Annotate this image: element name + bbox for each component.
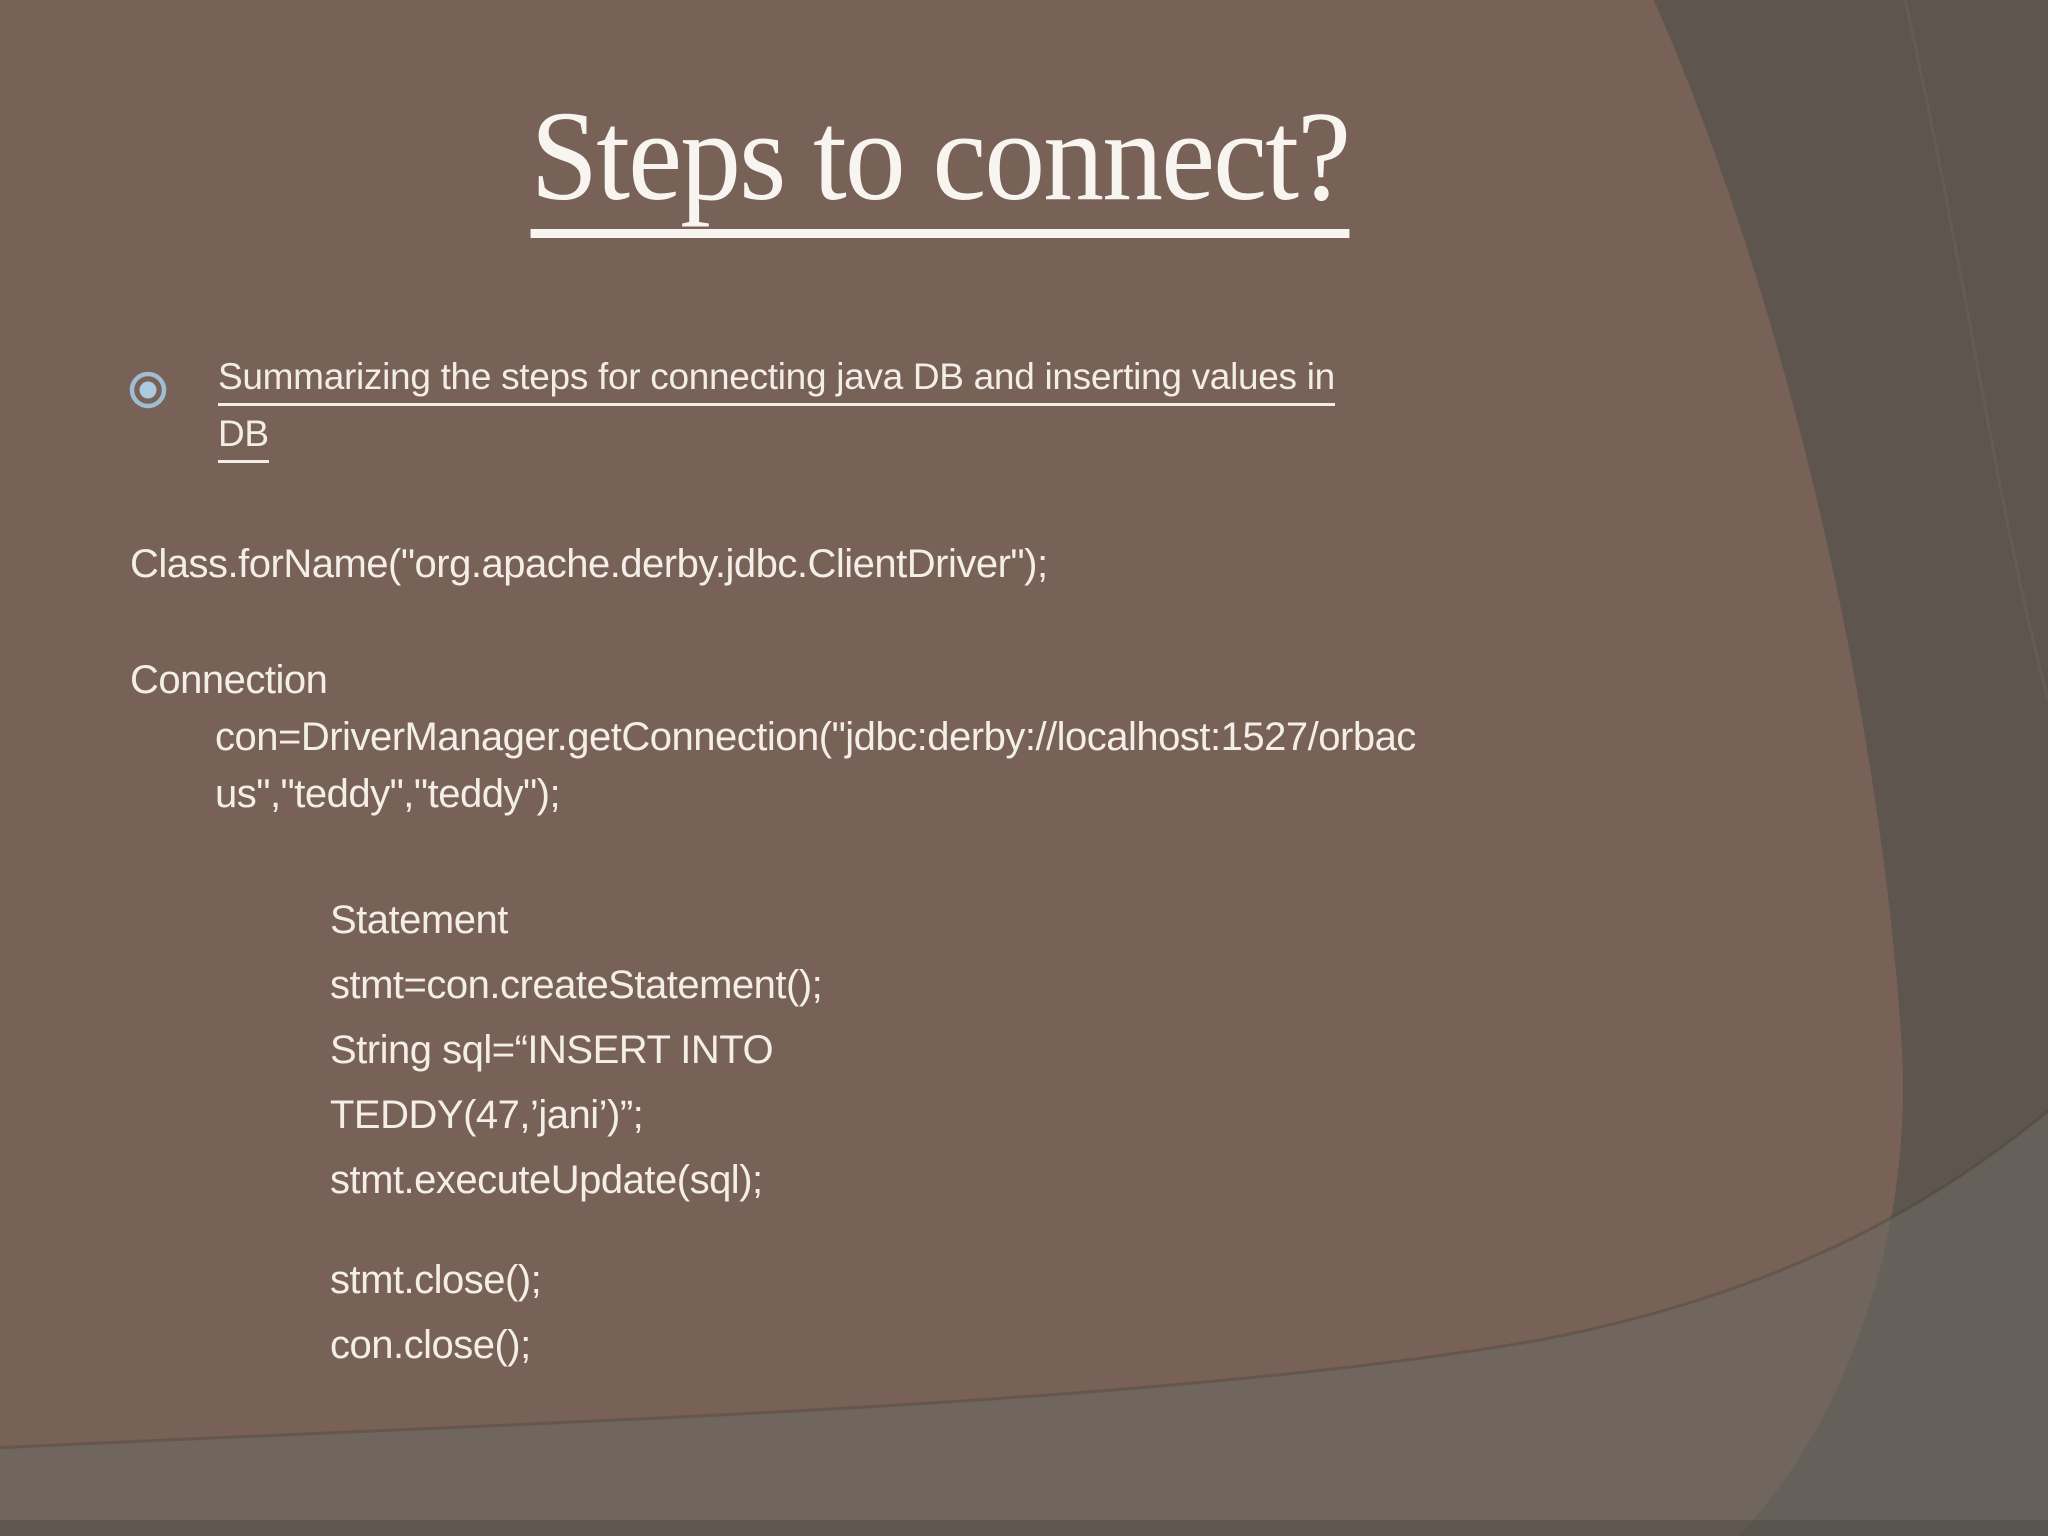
background-bottom-strip <box>0 1520 2048 1536</box>
code-line: stmt.close(); <box>330 1258 542 1302</box>
code-block-statement: Statement stmt=con.createStatement(); St… <box>330 888 823 1213</box>
background-band-edge <box>0 1109 2048 1450</box>
code-line: TEDDY(47,’jani’)”; <box>330 1093 644 1137</box>
background-swoosh-dark <box>1653 0 2048 1536</box>
background-swoosh-highlight <box>1903 0 2048 701</box>
code-line: stmt.executeUpdate(sql); <box>330 1158 763 1202</box>
bullet-text: Summarizing the steps for connecting jav… <box>218 352 1335 466</box>
code-block-classforname: Class.forName("org.apache.derby.jdbc.Cli… <box>130 536 1048 593</box>
background-band-gray <box>0 1111 2048 1536</box>
bullet-text-line: Summarizing the steps for connecting jav… <box>218 352 1335 409</box>
code-line: con=DriverManager.getConnection("jdbc:de… <box>215 715 1416 759</box>
bullet-text-line: DB <box>218 409 1335 466</box>
slide-title: Steps to connect? <box>530 86 1351 238</box>
code-line: stmt=con.createStatement(); <box>330 963 823 1007</box>
code-line: us","teddy","teddy"); <box>215 772 561 816</box>
code-block-connection: Connection con=DriverManager.getConnecti… <box>130 652 1416 823</box>
code-line: Class.forName("org.apache.derby.jdbc.Cli… <box>130 542 1048 586</box>
title-area: Steps to connect? <box>40 86 1840 238</box>
target-bullet-icon <box>129 371 167 409</box>
code-line: String sql=“INSERT INTO <box>330 1028 774 1072</box>
bullet-text-line-2: DB <box>218 409 269 463</box>
code-block-close: stmt.close(); con.close(); <box>330 1248 542 1378</box>
code-line: Connection <box>130 658 328 702</box>
code-line: con.close(); <box>330 1323 531 1367</box>
bullet-text-line-1: Summarizing the steps for connecting jav… <box>218 352 1335 406</box>
code-line: Statement <box>330 898 508 942</box>
